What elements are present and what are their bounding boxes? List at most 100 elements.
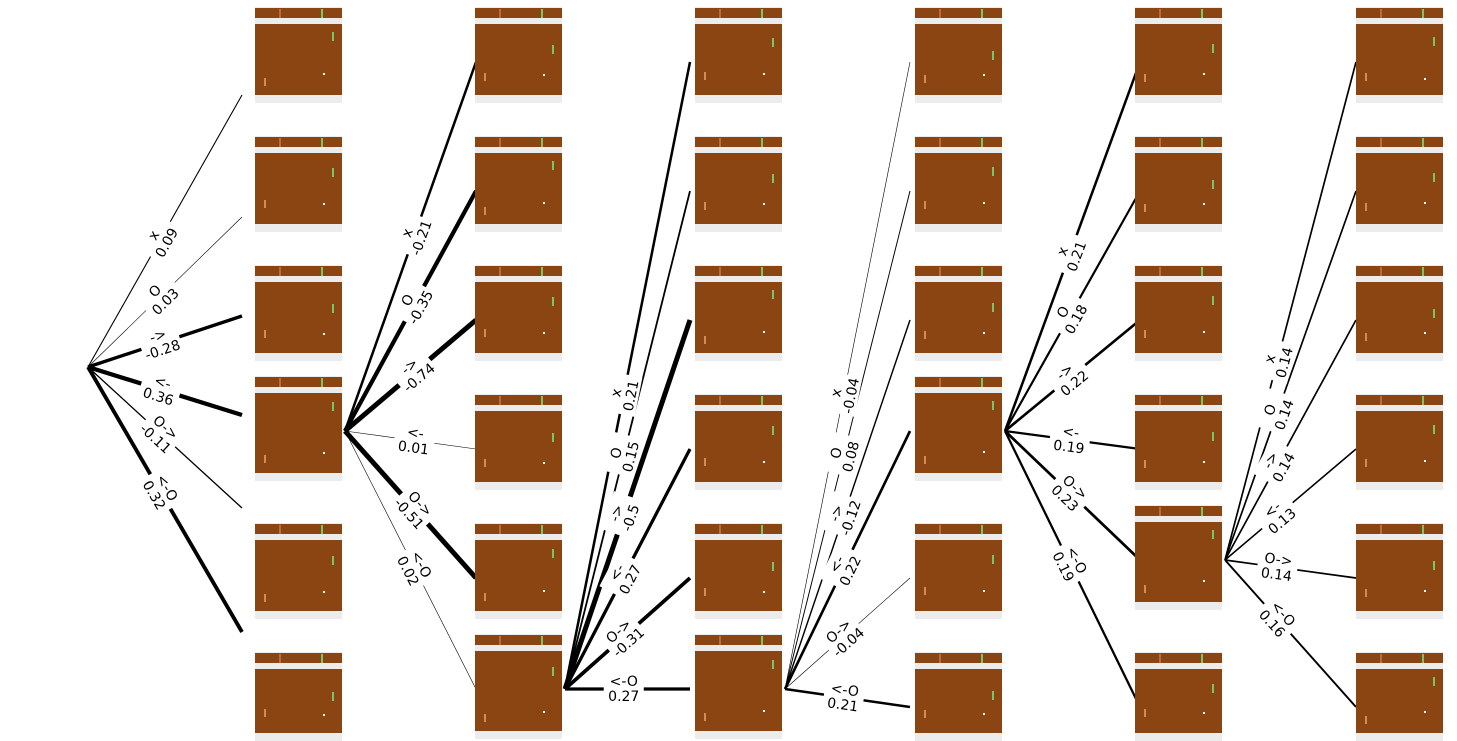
- score-mark-left: [719, 9, 721, 18]
- score-bar: [695, 18, 782, 24]
- score-bar: [255, 534, 342, 540]
- score-mark-right: [321, 267, 323, 276]
- action-edge: [1224, 61, 1357, 561]
- ball: [763, 203, 765, 205]
- score-bar: [1135, 663, 1222, 669]
- left-paddle: [264, 200, 266, 208]
- edge-label-bg: [392, 420, 437, 459]
- left-paddle: [484, 207, 486, 215]
- edge-label-bg: [1252, 592, 1304, 644]
- game-frame: [255, 265, 342, 361]
- score-mark-left: [499, 636, 501, 645]
- right-paddle: [332, 556, 334, 565]
- edge-action-label: <-: [1061, 424, 1080, 442]
- score-mark-left: [1380, 9, 1382, 18]
- score-bar: [1356, 147, 1443, 153]
- score-mark-right: [1422, 267, 1424, 276]
- edge-action-label: x: [828, 387, 845, 398]
- right-paddle: [1212, 684, 1214, 693]
- right-paddle: [1433, 425, 1435, 434]
- edge-action-label: ->: [1260, 449, 1282, 471]
- left-paddle: [264, 330, 266, 338]
- edge-action-label: O: [608, 446, 626, 461]
- ball: [543, 74, 545, 76]
- ball: [543, 202, 545, 204]
- edge-value-label: 0.14: [1273, 346, 1296, 380]
- edge-label: O->0.14: [1255, 547, 1300, 585]
- score-bar: [475, 276, 562, 282]
- edge-value-label: 0.21: [826, 695, 859, 715]
- edge-label-bg: [389, 278, 438, 329]
- score-bar: [255, 147, 342, 153]
- score-mark-right: [321, 378, 323, 387]
- edge-label-bg: [1255, 337, 1297, 384]
- edge-label-bg: [602, 431, 644, 478]
- score-mark-right: [321, 9, 323, 18]
- edge-label: ->0.14: [1252, 438, 1301, 489]
- edge-label-bg: [819, 542, 866, 593]
- right-paddle: [772, 174, 774, 183]
- score-bar: [1356, 534, 1443, 540]
- game-frame: [695, 394, 782, 490]
- edge-action-label: ->: [827, 503, 848, 524]
- edge-value-label: 0.15: [620, 440, 643, 474]
- right-paddle: [332, 402, 334, 411]
- left-paddle: [704, 336, 706, 344]
- edge-label-bg: [1043, 351, 1095, 403]
- score-mark-left: [939, 525, 941, 534]
- score-mark-right: [761, 267, 763, 276]
- edge-action-label: <-O: [830, 681, 860, 701]
- edge-label-bg: [135, 213, 184, 264]
- edge-action-label: <-: [152, 373, 173, 393]
- score-mark-right: [981, 267, 983, 276]
- ball: [323, 203, 325, 205]
- game-frame: [695, 136, 782, 232]
- edge-label: <-O0.32: [137, 465, 186, 517]
- edge-label-bg: [1045, 290, 1093, 341]
- game-frame: [1356, 7, 1443, 103]
- score-mark-left: [1380, 267, 1382, 276]
- score-mark-left: [279, 9, 281, 18]
- game-frame: [475, 7, 562, 103]
- game-frame: [1356, 652, 1443, 741]
- score-mark-left: [279, 267, 281, 276]
- right-paddle: [1433, 677, 1435, 686]
- ball: [543, 590, 545, 592]
- score-mark-right: [321, 525, 323, 534]
- edge-label: ->-0.5: [601, 491, 645, 540]
- edge-label-bg: [136, 320, 185, 364]
- ball: [323, 452, 325, 454]
- left-paddle: [1365, 333, 1367, 341]
- right-paddle: [992, 691, 994, 700]
- right-paddle: [992, 303, 994, 312]
- right-paddle: [332, 304, 334, 313]
- edge-label: <-O0.02: [392, 542, 439, 593]
- edge-value-label: 0.01: [397, 438, 430, 458]
- score-mark-right: [761, 9, 763, 18]
- right-paddle: [1212, 432, 1214, 441]
- right-paddle: [992, 167, 994, 176]
- score-bar: [1135, 147, 1222, 153]
- score-bar: [475, 147, 562, 153]
- edge-label-bg: [601, 491, 645, 540]
- edge-label-bg: [134, 270, 186, 322]
- edge-label-bg: [1251, 489, 1303, 540]
- edge-value-label: -0.04: [840, 376, 863, 415]
- ball: [983, 332, 985, 334]
- score-bar: [475, 534, 562, 540]
- score-mark-right: [981, 9, 983, 18]
- score-mark-right: [1201, 654, 1203, 663]
- left-paddle: [1365, 203, 1367, 211]
- ball: [543, 462, 545, 464]
- right-paddle: [552, 161, 554, 170]
- left-paddle: [484, 459, 486, 467]
- ball: [323, 714, 325, 716]
- game-frame: [915, 7, 1002, 103]
- edge-label: O0.08: [822, 431, 864, 478]
- right-paddle: [552, 433, 554, 442]
- edge-label-bg: [603, 672, 644, 704]
- edge-action-label: O->: [1263, 550, 1293, 570]
- edge-value-label: 0.27: [608, 689, 639, 705]
- right-paddle: [992, 51, 994, 60]
- edge-action-label: ->: [607, 503, 628, 524]
